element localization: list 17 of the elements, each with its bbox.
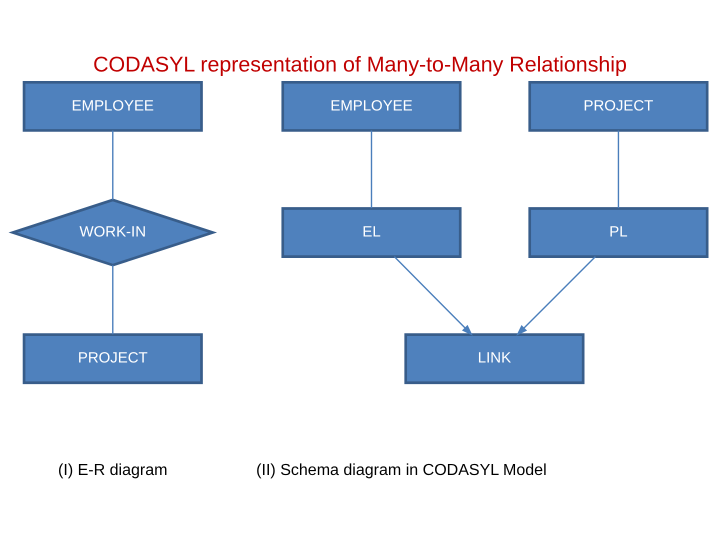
node-box: LINK xyxy=(404,332,584,384)
node-box: EL xyxy=(281,206,462,258)
label: (I) E-R diagram xyxy=(58,460,168,479)
label: (II) Schema diagram in CODASYL Model xyxy=(256,460,547,479)
diagram-title: CODASYL representation of Many-to-Many Relationship xyxy=(93,52,627,76)
connector xyxy=(112,130,114,200)
node-diamond: WORK-IN xyxy=(8,198,218,266)
node-box: PL xyxy=(528,206,709,258)
arrow xyxy=(394,256,473,336)
connector xyxy=(618,130,620,208)
connector xyxy=(370,130,372,208)
node-box: EMPLOYEE xyxy=(22,80,203,132)
node-box: PROJECT xyxy=(22,332,203,384)
node-box: EMPLOYEE xyxy=(281,80,462,132)
node-box: PROJECT xyxy=(528,80,709,132)
arrow xyxy=(516,256,596,336)
connector xyxy=(112,264,114,334)
